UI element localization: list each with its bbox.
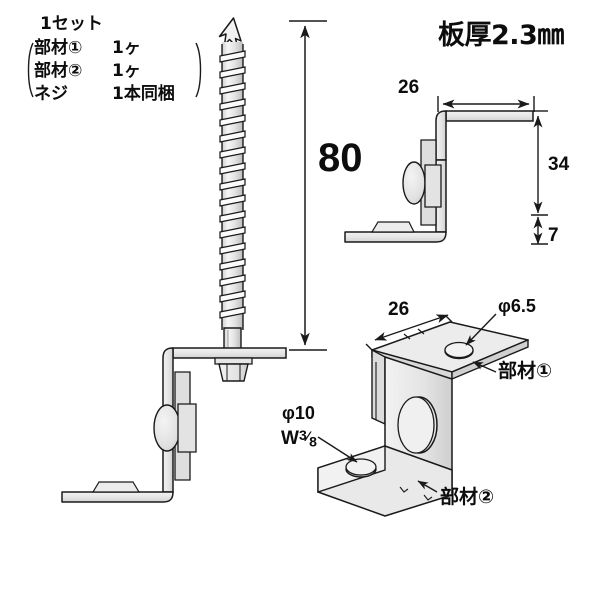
leader-lines — [317, 313, 497, 493]
dimension-label-80: 80 — [318, 136, 363, 180]
thread-fraction: 3⁄8 — [298, 427, 317, 450]
set-item-qty: 1本同梱 — [112, 84, 175, 104]
bracket-side-view — [344, 110, 534, 243]
dimension-26-iso — [365, 314, 453, 351]
dimension-label-26-side: 26 — [398, 77, 420, 98]
dimension-34-7 — [531, 110, 548, 245]
assembly-front-view — [61, 347, 287, 503]
set-item-qty: 1ヶ — [112, 38, 141, 58]
fraction-numerator: 3 — [298, 427, 307, 443]
callout-hole-bottom-thread: W3⁄8 — [281, 428, 317, 448]
callout-hole-bottom-dia: φ10 — [282, 403, 315, 423]
plate-thickness-note: 板厚2.3㎜ — [438, 20, 564, 51]
wood-screw — [218, 17, 246, 353]
callout-part-two: 部材② — [440, 486, 495, 508]
set-list-row: 部材② 1ヶ — [34, 63, 175, 86]
dimension-26-side — [437, 96, 535, 112]
set-item-label: 部材② — [34, 61, 83, 81]
set-item-label: 部材① — [34, 38, 83, 58]
set-contents-list: 1セット 部材① 1ヶ 部材② 1ヶ ネジ 1本同梱 — [34, 16, 175, 109]
dimension-80 — [289, 20, 327, 351]
callout-hole-top: φ6.5 — [498, 296, 536, 316]
callout-part-one: 部材① — [498, 360, 553, 382]
set-list-row: ネジ 1本同梱 — [34, 86, 175, 109]
fraction-denominator: 8 — [309, 433, 317, 450]
bracket-isometric-view — [317, 321, 529, 517]
thread-prefix: W — [281, 428, 299, 450]
dimension-label-34: 34 — [548, 154, 570, 175]
set-item-label: ネジ — [34, 84, 68, 104]
dimension-label-26-iso: 26 — [388, 299, 410, 320]
set-list-bracket — [27, 42, 202, 98]
dimension-label-7: 7 — [548, 225, 559, 246]
set-item-qty: 1ヶ — [112, 61, 141, 81]
set-list-row: 部材① 1ヶ — [34, 40, 175, 63]
set-list-title: 1セット — [40, 14, 103, 34]
